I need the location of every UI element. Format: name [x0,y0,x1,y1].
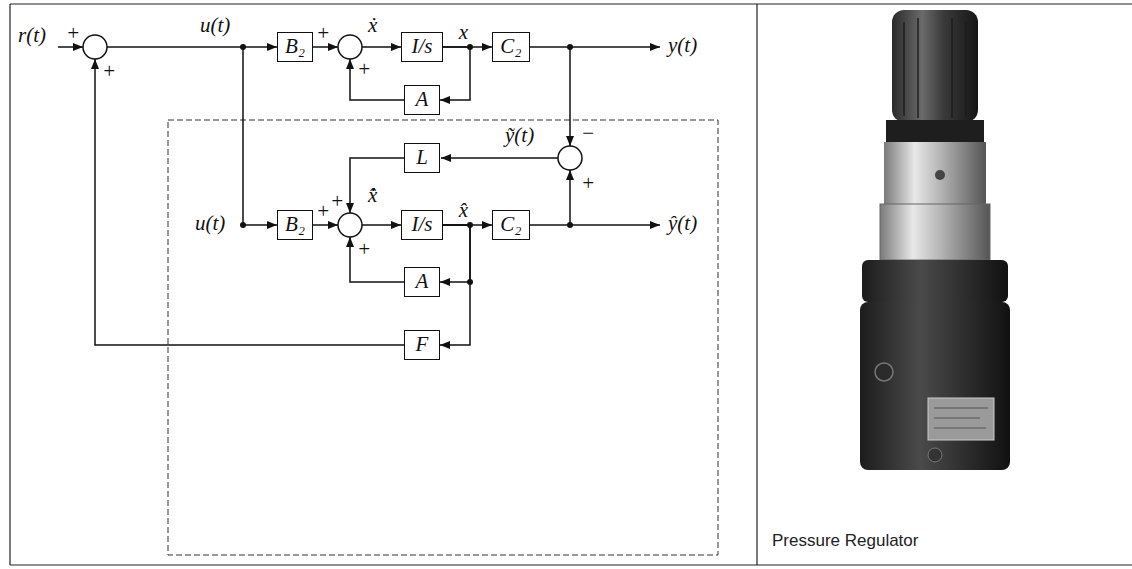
signal-label: ỹ(t) [505,124,534,147]
block-symbol: A [416,270,429,293]
regulator-lock-ring [862,260,1008,302]
block-box: B₂ [277,210,313,240]
signal-wire [530,224,660,226]
nameplate-line [934,408,988,409]
signal-wire [243,47,277,225]
signal-wire [569,170,571,225]
regulator-collar [880,204,990,260]
signal-wire [95,59,404,345]
signal-label: u(t) [195,212,225,235]
junction-dot [240,44,246,50]
signal-connector [440,225,470,345]
signal-wire [362,224,401,226]
signal-wire [530,46,660,48]
signal-label: + [581,172,595,195]
knob-grip-ridge [903,22,905,116]
summing-junction [83,35,107,59]
regulator-port [928,448,942,462]
signal-wire [350,237,404,282]
figure-caption: Pressure Regulator [772,532,918,551]
knob-grip-ridge [917,18,919,118]
signal-wire [569,47,571,146]
block-box: A [404,85,440,115]
bonnet-hole [935,170,945,180]
signal-label: u(t) [200,14,230,37]
block-symbol: I/s [412,35,433,58]
block-symbol: B₂ [285,213,305,236]
nameplate-line [934,428,986,429]
block-symbol: L [416,146,428,169]
signal-label: + [66,22,80,45]
block-symbol: A [416,88,429,111]
regulator-nameplate [928,398,994,440]
signal-label: ŷ(t) [668,212,697,235]
block-box: L [404,143,440,173]
signal-wire [313,224,338,226]
frame-line [756,4,757,565]
frame-line [10,3,1132,4]
block-symbol: I/s [412,213,433,236]
summing-junction [338,35,362,59]
signal-label: + [316,200,330,223]
state-label: x̂ [459,199,468,222]
signal-wire [350,158,404,213]
frame-line [9,4,10,565]
knob-grip-ridge [965,22,967,116]
knob-skirt [886,120,984,142]
signal-label: + [102,60,116,83]
block-box: I/s [401,32,443,62]
signal-wire [362,46,401,48]
junction-dot [567,44,573,50]
signal-wire [313,46,338,48]
signal-wire [58,46,83,48]
knob-grip-ridge [951,18,953,118]
frame-line [10,564,1132,565]
pressure-regulator-illustration [860,10,1010,470]
block-symbol: C₂ [500,213,521,236]
observer-boundary [168,120,718,555]
panel-frame [10,4,1132,565]
regulator-bonnet [884,142,986,204]
block-symbol: F [416,333,429,356]
summing-junction [338,213,362,237]
block-box: C₂ [492,32,530,62]
signal-label: + [357,58,371,81]
signal-label: x̂̇ [368,184,377,207]
block-box: I/s [401,210,443,240]
signal-wire [107,46,277,48]
block-box: F [404,330,440,360]
block-symbol: C₂ [500,35,521,58]
junction-dot [567,222,573,228]
signal-connector [440,225,470,282]
regulator-knob [892,10,978,122]
regulator-port [875,363,893,381]
regulator-body [860,302,1010,470]
nameplate-line [934,418,980,419]
signal-label: − [581,122,595,145]
signal-wire [350,59,404,100]
junction-dot [240,222,246,228]
signal-connector [440,47,470,100]
signal-label: + [316,22,330,45]
signal-label: y(t) [668,34,697,57]
signal-label: r(t) [18,24,46,47]
state-label: x [459,21,468,44]
signal-label: ẋ [368,14,377,37]
signal-label: + [330,190,344,213]
summing-junction [558,146,582,170]
signal-label: + [357,238,371,261]
signal-wire [441,157,558,159]
block-box: B₂ [277,32,313,62]
block-box: C₂ [492,210,530,240]
block-symbol: B₂ [285,35,305,58]
block-box: A [404,267,440,297]
